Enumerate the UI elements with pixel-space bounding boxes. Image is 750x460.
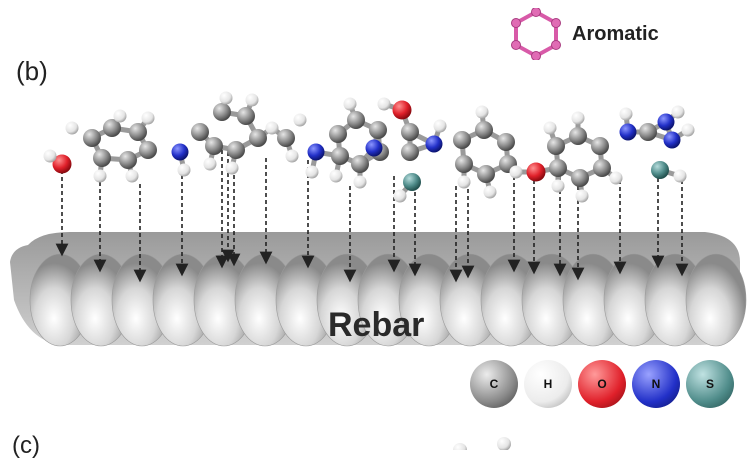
carbon-atom bbox=[227, 141, 245, 159]
carbon-atom bbox=[329, 125, 347, 143]
oxygen-atom bbox=[527, 163, 546, 182]
hydrogen-atom bbox=[66, 122, 79, 135]
carbon-atom bbox=[639, 123, 657, 141]
hydrogen-atom bbox=[330, 170, 343, 183]
carbon-atom bbox=[455, 155, 473, 173]
atom-symbol-n: N bbox=[652, 377, 661, 391]
hydrogen-atom bbox=[220, 92, 233, 105]
hydrogen-atom bbox=[378, 98, 391, 111]
nitrogen-atom bbox=[172, 144, 189, 161]
carbon-atom bbox=[401, 123, 419, 141]
hydrogen-atom bbox=[204, 158, 217, 171]
rebar-segment bbox=[686, 254, 746, 346]
hydrogen-atom bbox=[44, 150, 57, 163]
carbon-atom bbox=[369, 121, 387, 139]
nitrogen-atom bbox=[426, 136, 443, 153]
hydrogen-atom bbox=[620, 108, 633, 121]
carbon-atom bbox=[331, 147, 349, 165]
carbon-atom bbox=[249, 129, 267, 147]
hydrogen-atom bbox=[610, 172, 623, 185]
hydrogen-atom bbox=[178, 164, 191, 177]
hydrogen-atom bbox=[126, 170, 139, 183]
hydrogen-atom bbox=[94, 170, 107, 183]
carbon-atom bbox=[401, 143, 419, 161]
nitrogen-atom bbox=[664, 132, 681, 149]
carbon-atom bbox=[347, 111, 365, 129]
hydrogen-atom bbox=[294, 114, 307, 127]
carbon-atom bbox=[475, 121, 493, 139]
nitrogen-atom bbox=[366, 140, 383, 157]
hydrogen-atom bbox=[682, 124, 695, 137]
carbon-atom bbox=[191, 123, 209, 141]
carbon-atom bbox=[547, 137, 565, 155]
hydrogen-atom bbox=[510, 166, 523, 179]
carbon-atom bbox=[453, 131, 471, 149]
atom-symbol-h: H bbox=[544, 377, 553, 391]
hydrogen-atom bbox=[306, 166, 319, 179]
hydrogen-atom bbox=[458, 176, 471, 189]
rebar-label: Rebar bbox=[328, 306, 424, 344]
hydrogen-atom bbox=[266, 122, 279, 135]
hydrogen-atom bbox=[142, 112, 155, 125]
hydrogen-atom bbox=[434, 120, 447, 133]
carbon-atom bbox=[129, 123, 147, 141]
atom-legend: C H O N S bbox=[470, 360, 740, 410]
nitrogen-legend-ball: N bbox=[632, 360, 680, 408]
carbon-atom bbox=[93, 149, 111, 167]
carbon-atom bbox=[237, 107, 255, 125]
hydrogen-atom bbox=[286, 150, 299, 163]
hydrogen-atom bbox=[544, 122, 557, 135]
carbon-atom bbox=[351, 155, 369, 173]
hydrogen-atom bbox=[576, 190, 589, 203]
carbon-atom bbox=[591, 137, 609, 155]
atom-symbol-o: O bbox=[597, 377, 606, 391]
nitrogen-atom bbox=[308, 144, 325, 161]
hydrogen-atom bbox=[674, 170, 687, 183]
atom-symbol-s: S bbox=[706, 377, 714, 391]
hydrogen-atom bbox=[354, 176, 367, 189]
carbon-atom bbox=[205, 137, 223, 155]
hydrogen-atom bbox=[476, 106, 489, 119]
rebar-surface: Rebar bbox=[10, 232, 746, 346]
hydrogen-atom bbox=[394, 190, 407, 203]
carbon-atom bbox=[119, 151, 137, 169]
hydrogen-atom bbox=[114, 110, 127, 123]
panel-label-c: (c) bbox=[12, 432, 40, 460]
hydrogen-atom bbox=[344, 98, 357, 111]
atom-symbol-c: C bbox=[490, 377, 499, 391]
hydrogen-atom bbox=[497, 437, 511, 450]
hydrogen-legend-ball: H bbox=[524, 360, 572, 408]
nitrogen-atom bbox=[658, 114, 675, 131]
hydrogen-atom bbox=[246, 94, 259, 107]
hydrogen-atom bbox=[226, 162, 239, 175]
oxygen-atom bbox=[393, 101, 412, 120]
carbon-atom bbox=[497, 133, 515, 151]
sulfur-atom bbox=[403, 173, 421, 191]
oxygen-legend-ball: O bbox=[578, 360, 626, 408]
hydrogen-atom bbox=[572, 112, 585, 125]
carbon-atom bbox=[213, 103, 231, 121]
hydrogen-atom bbox=[552, 180, 565, 193]
carbon-atom bbox=[569, 127, 587, 145]
carbon-atom bbox=[83, 129, 101, 147]
sulfur-legend-ball: S bbox=[686, 360, 734, 408]
carbon-atom bbox=[549, 159, 567, 177]
hydrogen-atom bbox=[453, 443, 467, 450]
carbon-atom bbox=[277, 129, 295, 147]
carbon-atom bbox=[571, 169, 589, 187]
carbon-legend-ball: C bbox=[470, 360, 518, 408]
nitrogen-atom bbox=[620, 124, 637, 141]
carbon-atom bbox=[477, 165, 495, 183]
sulfur-atom bbox=[651, 161, 669, 179]
carbon-atom bbox=[139, 141, 157, 159]
hydrogen-atom bbox=[672, 106, 685, 119]
carbon-atom bbox=[593, 159, 611, 177]
hydrogen-atom bbox=[484, 186, 497, 199]
